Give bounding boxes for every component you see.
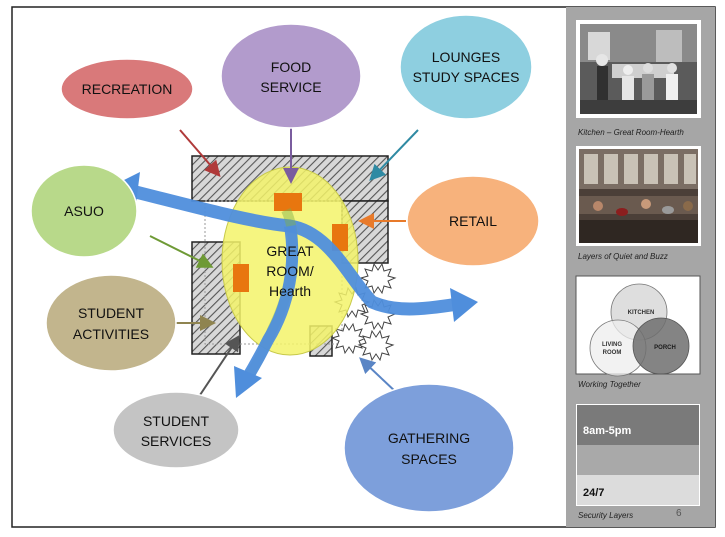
photo-quiet-buzz (576, 146, 701, 246)
flow-arrow-east-path (126, 183, 460, 316)
security-always-label: 24/7 (583, 487, 604, 499)
security-caption: Security Layers (578, 511, 633, 520)
page-number: 6 (676, 508, 682, 519)
hearth-mark-left (233, 264, 249, 292)
bubble-student-services: STUDENT SERVICES (112, 391, 240, 469)
great-room-label-3: Hearth (269, 283, 311, 299)
flow-arrow-south-path (240, 225, 299, 384)
bubble-asuo-label: ASUO (64, 203, 104, 219)
venn-label-porch: PORCH (654, 345, 676, 351)
bubble-activities-label-2: ACTIVITIES (73, 326, 149, 342)
great-room-label: GREAT ROOM/ Hearth (266, 243, 314, 299)
photo-kitchen-caption: Kitchen – Great Room-Hearth (578, 128, 684, 137)
venn-label-living-2: ROOM (603, 350, 622, 356)
bubble-gathering-label-1: GATHERING (388, 430, 470, 446)
venn-label-kitchen: KITCHEN (628, 310, 655, 316)
floor-plan (191, 155, 397, 362)
connector-asuo (149, 235, 214, 268)
bubble-retail-label: RETAIL (449, 213, 497, 229)
connector-recreation (179, 129, 221, 178)
security-hours-label: 8am-5pm (583, 425, 632, 437)
flow-arrow-east-head (450, 288, 478, 322)
bubble-food-label-1: FOOD (271, 59, 311, 75)
security-layers: 8am-5pm 24/7 (576, 404, 700, 506)
bubble-services-label-2: SERVICES (141, 433, 212, 449)
bubble-lounges-label-1: LOUNGES (432, 49, 500, 65)
connector-services (197, 334, 241, 399)
hearth-mark-right (332, 224, 348, 251)
bubble-gathering-spaces: GATHERING SPACES (343, 383, 515, 513)
security-band-always (577, 475, 699, 505)
bubble-food-label-2: SERVICE (260, 79, 321, 95)
bubble-recreation-label: RECREATION (82, 81, 173, 97)
bubble-activities-label-1: STUDENT (78, 305, 145, 321)
bubble-lounges: LOUNGES STUDY SPACES (399, 14, 533, 120)
connector-lounges (369, 129, 419, 181)
security-band-day (577, 405, 699, 445)
bubble-gathering-label-2: SPACES (401, 451, 457, 467)
photo-quiet-buzz-caption: Layers of Quiet and Buzz (578, 252, 668, 261)
venn-caption: Working Together (578, 380, 641, 389)
hearth-mark-top (274, 193, 302, 211)
star-4 (330, 322, 368, 355)
venn-diagram: KITCHEN LIVING ROOM PORCH (575, 275, 701, 377)
star-5 (357, 329, 395, 362)
great-room-label-1: GREAT (266, 243, 314, 259)
great-room-label-2: ROOM/ (266, 263, 314, 279)
venn-circle-porch (632, 317, 690, 375)
bubble-student-activities: STUDENT ACTIVITIES (45, 274, 177, 372)
connector-gathering (359, 357, 399, 395)
bubble-retail: RETAIL (406, 175, 540, 267)
bubble-lounges-label-2: STUDY SPACES (413, 69, 520, 85)
bubble-recreation: RECREATION (60, 58, 194, 120)
security-band-mid (577, 445, 699, 475)
sidebar: Kitchen – Great Room-Hearth Layers of Qu… (566, 7, 715, 527)
bubble-services-label-1: STUDENT (143, 413, 210, 429)
bubble-food-service: FOOD SERVICE (220, 23, 362, 129)
photo-kitchen (576, 20, 701, 118)
bubble-asuo: ASUO (30, 164, 138, 258)
connectors (149, 128, 419, 399)
star-1 (359, 262, 397, 295)
venn-label-living-1: LIVING (602, 342, 622, 348)
flow-arrow-south-head (234, 366, 262, 398)
